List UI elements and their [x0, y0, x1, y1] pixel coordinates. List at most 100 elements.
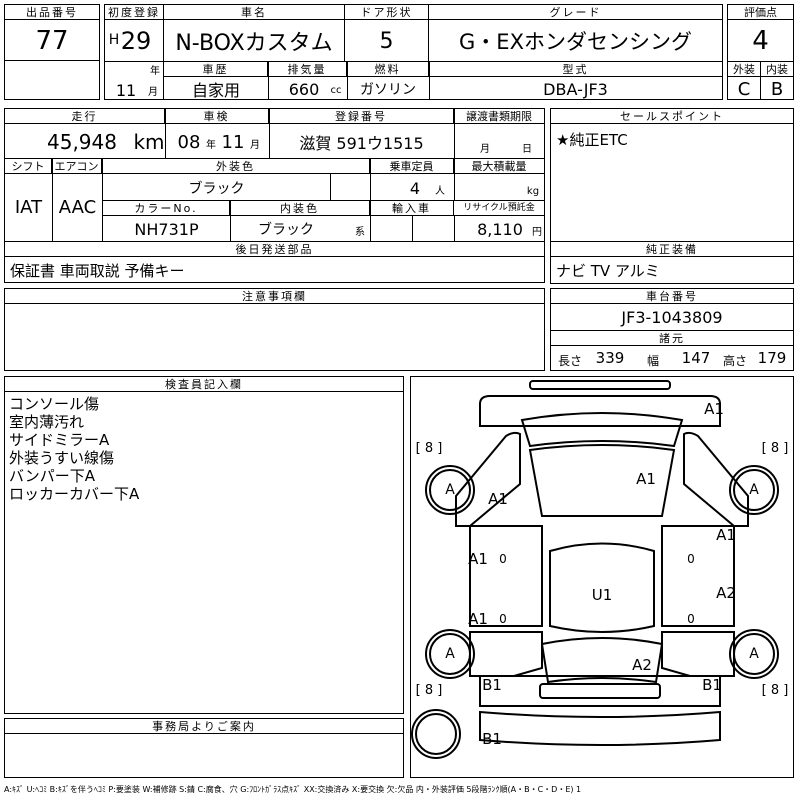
fuel-label: 燃料 — [347, 62, 429, 77]
lot-label: 出品番号 — [5, 5, 99, 20]
car-name-label: 車名 — [164, 5, 344, 20]
mileage-label: 走行 — [5, 109, 165, 124]
mileage-unit: km — [133, 130, 165, 154]
chassis-label: 車台番号 — [551, 289, 793, 304]
aircon: AAC — [58, 197, 97, 218]
note-line: バンパー下A — [9, 467, 96, 485]
displacement: 660 — [288, 79, 320, 99]
tire-grade: A — [445, 482, 455, 498]
caution-label: 注意事項欄 — [5, 289, 544, 304]
doors: 5 — [379, 28, 394, 54]
office-label: 事務局よりご案内 — [5, 719, 403, 734]
tread-depth: [ 8 ] — [761, 682, 789, 698]
note-line: ロッカーカバー下A — [9, 485, 140, 503]
int-color-label: 内装色 — [230, 201, 370, 216]
note-line: サイドミラーA — [9, 431, 110, 449]
first-reg-year-unit: 年 — [150, 65, 160, 77]
history-label: 車歴 — [164, 62, 268, 77]
transfer-day-unit: 日 — [522, 143, 532, 155]
ext-score: C — [737, 78, 751, 100]
tread-depth: [ 8 ] — [415, 682, 443, 698]
note-line: 室内薄汚れ — [9, 413, 85, 431]
capacity: 4 — [409, 178, 421, 198]
inspection-label: 車検 — [165, 109, 269, 124]
later-parts: 保証書 車両取説 予備キー — [10, 261, 185, 280]
first-reg-era: H — [108, 32, 120, 48]
sales-point-label: セールスポイント — [551, 109, 793, 124]
sales-point: ★純正ETC — [556, 130, 628, 149]
width: 147 — [681, 349, 711, 367]
max-load-unit: kg — [526, 185, 540, 197]
capacity-label: 乗車定員 — [370, 159, 454, 174]
genuine-equipment: ナビ TV アルミ — [556, 261, 660, 280]
ext-color: ブラック — [188, 181, 245, 197]
recycle-label: リサイクル預託金 — [454, 201, 544, 216]
shift: IAT — [14, 197, 43, 218]
displacement-label: 排気量 — [268, 62, 347, 77]
inspector-label: 検査員記入欄 — [5, 377, 403, 392]
recycle-unit: 円 — [532, 226, 542, 238]
legend-text: A:ｷｽﾞ U:ﾍｺﾐ B:ｷｽﾞを伴うﾍｺﾐ P:要塗装 W:補修跡 S:錆 … — [4, 784, 582, 794]
doors-label: ドア形状 — [345, 5, 428, 20]
damage-diagram — [410, 376, 794, 778]
damage-mark: B1 — [702, 676, 722, 694]
zero-mark: 0 — [687, 612, 695, 626]
transfer-month-unit: 月 — [480, 143, 490, 155]
damage-mark: A1 — [636, 470, 656, 488]
recycle: 8,110 — [477, 219, 523, 239]
tire-grade: A — [749, 482, 759, 498]
first-reg-year: 29 — [120, 27, 152, 55]
zero-mark: 0 — [499, 552, 507, 566]
color-no: NH731P — [134, 219, 199, 239]
model-label: 型式 — [429, 62, 722, 77]
note-line: コンソール傷 — [9, 395, 100, 413]
first-reg-month: 11 — [115, 80, 137, 100]
score-value: 4 — [752, 26, 769, 56]
dims-label: 諸元 — [551, 331, 793, 346]
plate-label: 登録番号 — [269, 109, 454, 124]
chassis-number: JF3-1043809 — [621, 307, 723, 327]
zero-mark: 0 — [687, 552, 695, 566]
inspection-month-unit: 月 — [250, 139, 260, 151]
plate-number: 滋賀 591ウ1515 — [299, 134, 424, 153]
genuine-label: 純正装備 — [551, 242, 793, 257]
inspector-notes: コンソール傷 室内薄汚れ サイドミラーA 外装うすい線傷 バンパー下A ロッカー… — [9, 395, 399, 503]
displacement-unit: cc — [330, 84, 342, 96]
first-reg-month-unit: 月 — [148, 86, 158, 98]
color-no-label: カラーNo. — [103, 201, 230, 216]
transfer-label: 譲渡書類期限 — [454, 109, 544, 124]
height: 179 — [757, 349, 787, 367]
damage-mark: A2 — [632, 656, 652, 674]
capacity-unit: 人 — [435, 185, 445, 197]
ext-color-label: 外装色 — [102, 159, 370, 174]
int-score: B — [770, 78, 784, 100]
damage-mark: A2 — [716, 584, 736, 602]
score-label: 評価点 — [728, 5, 793, 20]
width-label: 幅 — [646, 353, 659, 368]
tire-grade: A — [445, 646, 455, 662]
history: 自家用 — [191, 81, 240, 100]
damage-mark: U1 — [591, 586, 613, 604]
height-label: 高さ — [722, 353, 747, 368]
car-name: N-BOXカスタム — [175, 31, 333, 56]
grade-label: グレード — [429, 5, 722, 20]
zero-mark: 0 — [499, 612, 507, 626]
later-parts-label: 後日発送部品 — [5, 242, 544, 257]
int-score-label: 内装 — [761, 62, 793, 77]
model: DBA-JF3 — [543, 79, 608, 99]
length: 339 — [595, 349, 625, 367]
int-color-unit: 系 — [355, 226, 365, 238]
int-color: ブラック — [258, 222, 314, 238]
aircon-label: エアコン — [52, 159, 102, 174]
max-load-label: 最大積載量 — [454, 159, 544, 174]
damage-mark: A1 — [468, 610, 488, 628]
car-outline — [411, 380, 779, 759]
tire-grade: A — [749, 646, 759, 662]
tread-depth: [ 8 ] — [761, 440, 789, 456]
shift-label: シフト — [5, 159, 52, 174]
grade: G・EXホンダセンシング — [459, 30, 692, 54]
damage-mark: A1 — [704, 400, 724, 418]
length-label: 長さ — [557, 353, 582, 368]
damage-mark: A1 — [488, 490, 508, 508]
damage-mark: A1 — [716, 526, 736, 544]
